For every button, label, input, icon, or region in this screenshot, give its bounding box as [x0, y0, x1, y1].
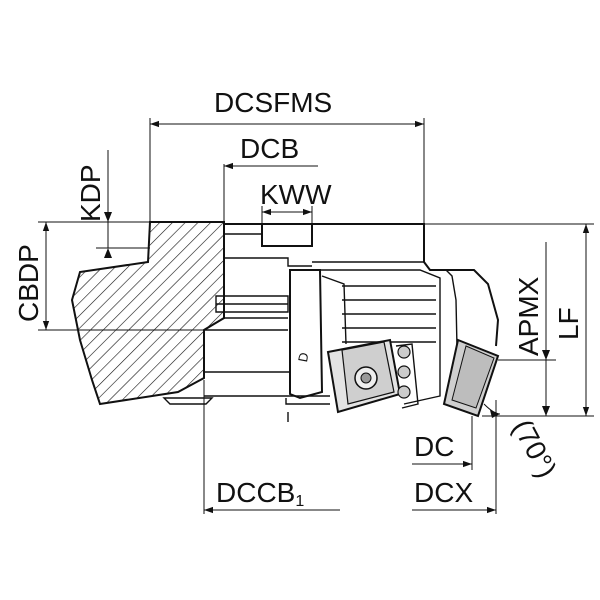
- label-kww: KWW: [260, 179, 332, 210]
- label-angle: (70°): [507, 414, 563, 482]
- side-insert: [442, 338, 500, 418]
- label-dcx: DCX: [414, 477, 473, 508]
- body-outline: [224, 223, 500, 347]
- cutter-body: D: [70, 221, 500, 422]
- front-insert: [326, 338, 419, 414]
- dimension-lines: [42, 120, 590, 514]
- label-apmx: APMX: [513, 276, 544, 356]
- label-dccb: DCCB1: [216, 477, 304, 510]
- label-lf: LF: [553, 307, 584, 340]
- label-cbdp: CBDP: [13, 244, 44, 322]
- label-kdp: KDP: [75, 164, 106, 222]
- label-dcsfms: DCSFMS: [214, 87, 332, 118]
- extension-lines: [38, 118, 594, 514]
- dimension-labels: DCSFMS DCB KWW KDP CBDP APMX LF DC DCX D…: [13, 87, 584, 510]
- insert-pocket: [289, 269, 324, 400]
- label-dc: DC: [414, 431, 454, 462]
- hatched-section: [70, 221, 225, 406]
- svg-text:D: D: [295, 351, 311, 363]
- label-dcb: DCB: [240, 133, 299, 164]
- key-slot: [261, 224, 313, 247]
